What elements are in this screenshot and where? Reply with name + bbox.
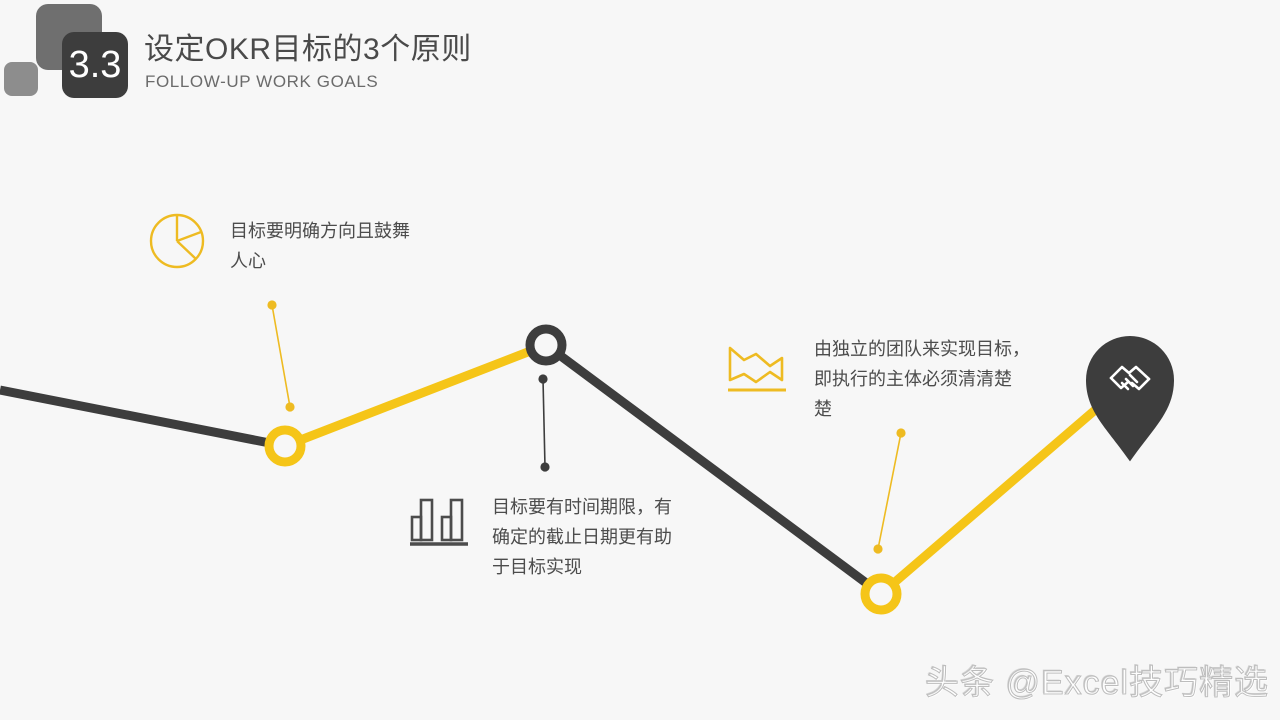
bar-chart-icon [408,492,470,557]
page-subtitle: FOLLOW-UP WORK GOALS [145,72,379,91]
annotation-principle-2: 目标要有时间期限，有 确定的截止日期更有助 于目标实现 [408,492,717,582]
connector-3-dot [896,428,906,438]
annotation-principle-3: 由独立的团队来实现目标， 即执行的主体必须清清楚 楚 [726,339,1054,424]
section-number-label: 3.3 [68,44,122,86]
handshake-icon [1109,365,1151,391]
annotation-text-3: 由独立的团队来实现目标， 即执行的主体必须清清楚 楚 [814,339,1030,419]
node-3-ring [860,573,902,615]
node-1-ring [264,425,306,467]
pie-chart-icon [148,212,206,275]
connector-2 [542,378,546,468]
chart-segment-1 [0,385,286,451]
connector-3-dot [873,544,883,554]
chart-connectors [267,300,906,554]
connector-1 [271,304,291,408]
chart-segment-2 [283,340,548,451]
section-number-badge: 3.3 [62,32,128,98]
page-title: 设定OKR目标的3个原则 [144,33,472,66]
chart-line-segments [0,340,1133,598]
chart-markers [264,324,1174,615]
connector-2-dot [538,374,548,384]
annotation-text-2: 目标要有时间期限，有 确定的截止日期更有助 于目标实现 [492,497,672,577]
node-2-ring [525,324,567,366]
decor-square-small [4,62,38,96]
annotation-principle-1: 目标要明确方向且鼓舞 人心 [148,212,460,276]
connector-3 [877,432,902,550]
chart-segment-4 [878,376,1133,598]
annotation-text-1: 目标要明确方向且鼓舞 人心 [230,221,410,271]
chart-segment-3 [543,341,884,598]
connector-1-dot [285,402,295,412]
node-4-map-pin-icon [1086,336,1174,462]
connector-1-dot [267,300,277,310]
connector-2-dot [540,462,550,472]
watermark: 头条 @Excel技巧精选 [924,664,1270,703]
area-chart-icon [726,344,788,407]
